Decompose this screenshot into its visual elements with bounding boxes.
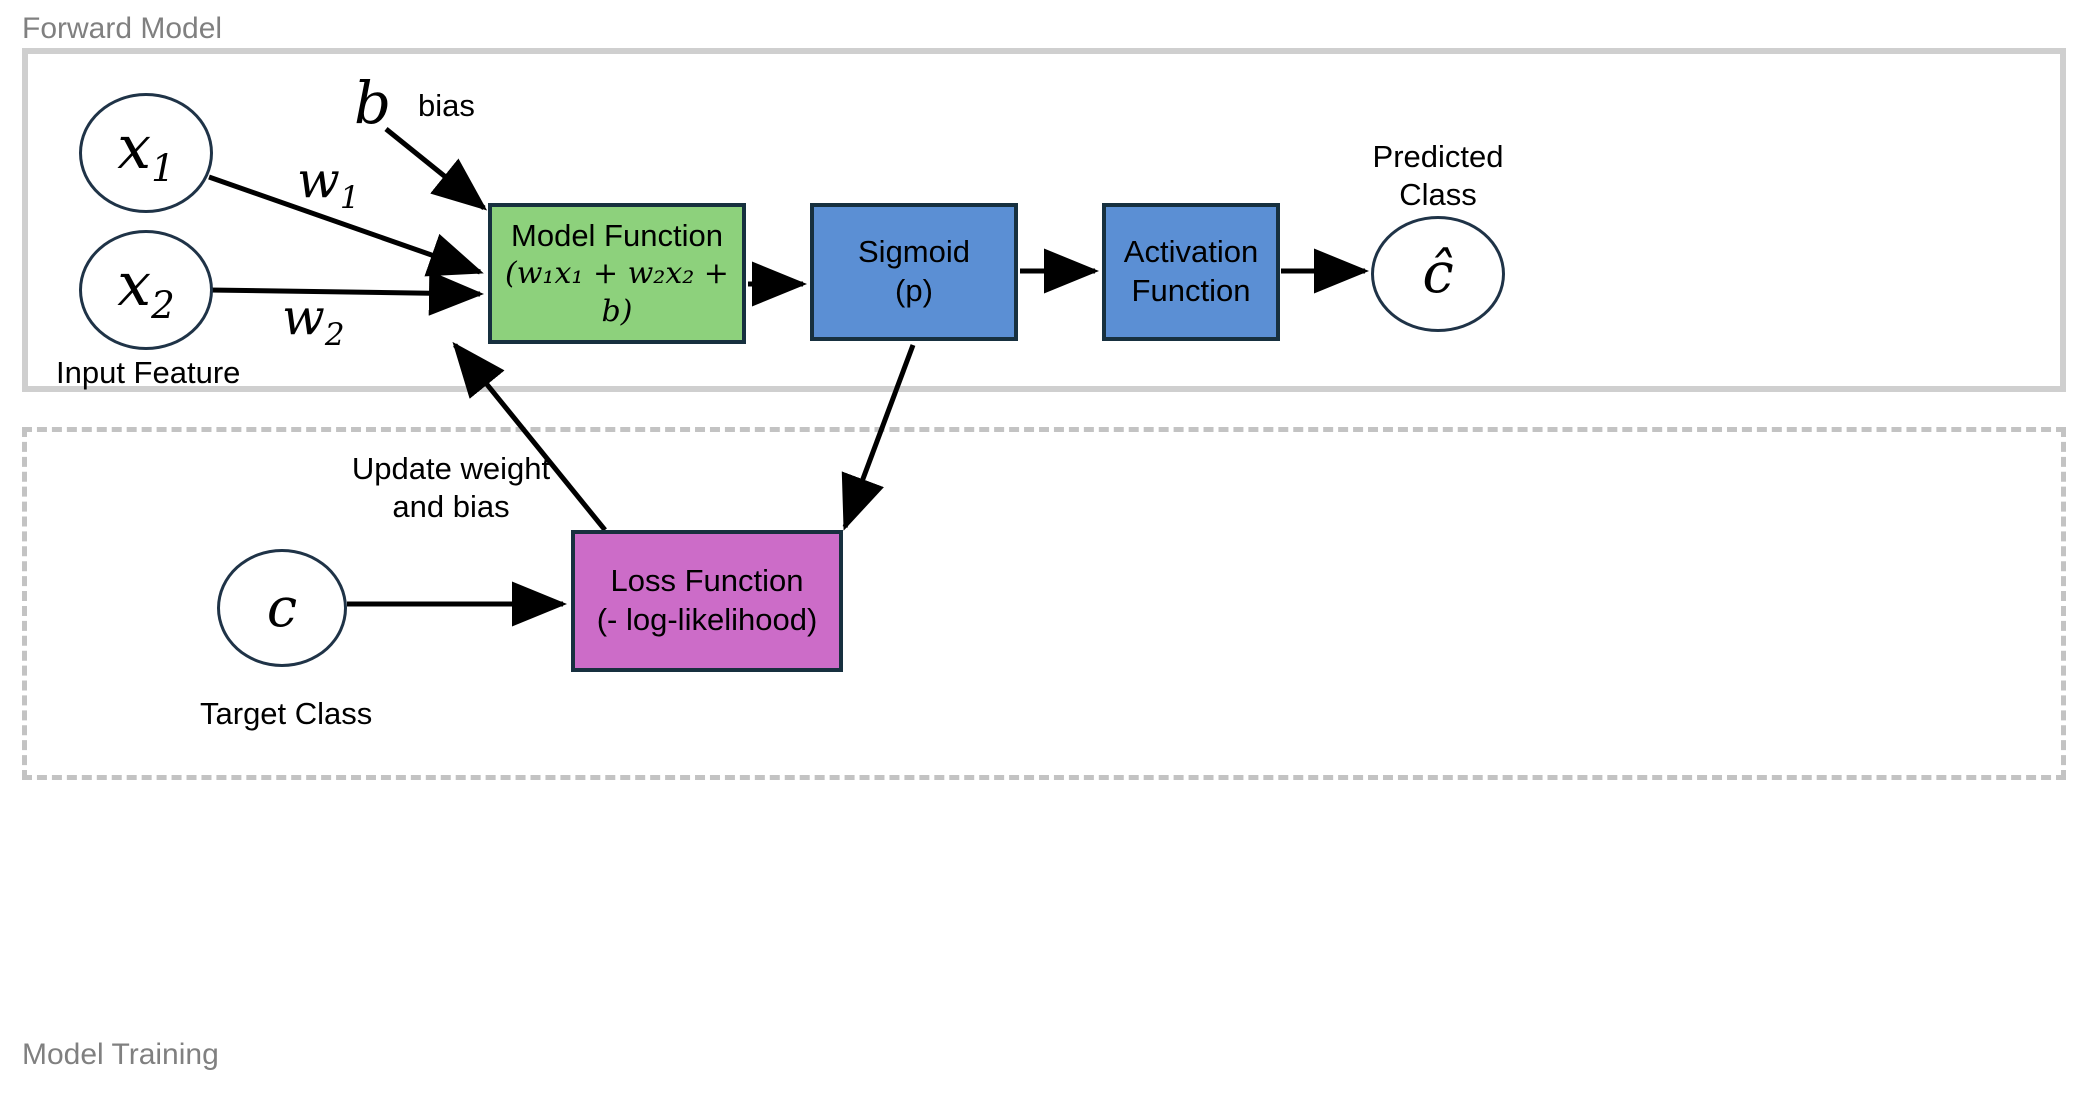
node-predicted-class-label: ĉ: [1422, 241, 1454, 306]
update-weight-bias-line1: Update weight: [351, 451, 551, 486]
node-x1-label: x1: [117, 113, 175, 191]
input-feature-label: Input Feature: [56, 355, 241, 390]
forward-model-group-label: Forward Model: [22, 12, 223, 45]
bias-text-label: bias: [418, 88, 475, 123]
predicted-class-line2: Class: [1399, 176, 1477, 212]
forward-model-group-frame: [22, 48, 2066, 392]
box-loss-function[interactable]: Loss Function (- log-likelihood): [571, 530, 843, 672]
box-sigmoid[interactable]: Sigmoid (p): [810, 203, 1018, 341]
weight-w2-label: w2: [282, 288, 345, 353]
box-model-function-formula: (w₁x₁ + w₂x₂ + b): [505, 256, 729, 329]
node-predicted-class[interactable]: ĉ: [1371, 216, 1505, 332]
node-x2-label: x2: [117, 250, 175, 328]
box-activation-title: Activation: [1123, 234, 1259, 270]
box-sigmoid-subtitle: (p): [895, 273, 933, 308]
box-model-function[interactable]: Model Function (w₁x₁ + w₂x₂ + b): [488, 203, 746, 344]
box-sigmoid-title: Sigmoid: [858, 234, 970, 270]
node-target-class[interactable]: c: [217, 549, 347, 667]
update-weight-bias-line2: and bias: [392, 488, 510, 524]
predicted-class-line1: Predicted: [1372, 139, 1504, 174]
box-loss-function-title: Loss Function: [610, 563, 804, 599]
box-activation-function[interactable]: Activation Function: [1102, 203, 1280, 341]
bias-symbol-label: b: [354, 69, 392, 137]
box-model-function-title: Model Function: [511, 217, 723, 253]
predicted-class-label: Predicted Class: [1340, 138, 1536, 214]
node-x1[interactable]: x1: [79, 93, 213, 213]
weight-w1-label: w1: [297, 151, 360, 216]
model-training-group-label: Model Training: [22, 1038, 219, 1071]
update-weight-bias-label: Update weight and bias: [326, 450, 576, 526]
node-x2[interactable]: x2: [79, 230, 213, 350]
box-activation-subtitle: Function: [1131, 273, 1251, 308]
target-class-label: Target Class: [200, 696, 373, 731]
box-loss-function-subtitle: (- log-likelihood): [596, 602, 818, 637]
model-training-group-frame: [22, 427, 2066, 780]
node-target-class-label: c: [266, 576, 298, 639]
